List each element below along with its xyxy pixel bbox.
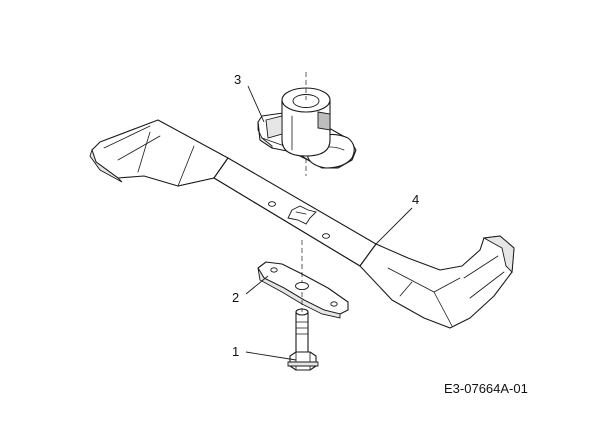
callout-4-leader [375, 207, 413, 245]
callout-3-leader [247, 85, 265, 123]
mower-blade [89, 119, 515, 329]
hex-bolt [287, 292, 319, 371]
callout-4: 4 [412, 192, 419, 207]
bolt-head [289, 351, 317, 371]
blade-stiffener [257, 240, 349, 319]
callout-2: 2 [232, 290, 239, 305]
blade-center-hole [287, 205, 317, 225]
callout-1: 1 [232, 344, 239, 359]
blade-adapter [257, 72, 357, 176]
document-id: E3-07664A-01 [444, 381, 528, 396]
callout-2-leader [245, 275, 269, 295]
callout-1-leader [245, 351, 297, 361]
adapter-base-edge [257, 121, 273, 149]
callout-3: 3 [234, 72, 241, 87]
